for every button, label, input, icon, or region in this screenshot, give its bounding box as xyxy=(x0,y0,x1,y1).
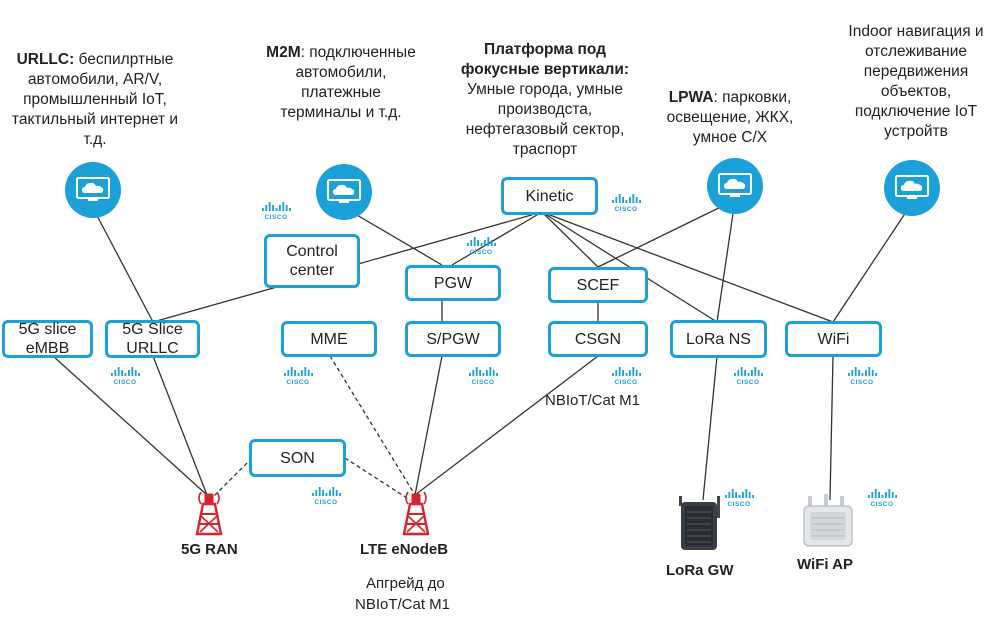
control-center-node[interactable]: Control center xyxy=(264,234,360,288)
svg-text:CISCO: CISCO xyxy=(113,379,136,385)
lte-enodeb-label: LTE eNodeB xyxy=(360,541,449,558)
radio-tower-icon xyxy=(193,488,225,536)
spgw-node[interactable]: S/PGW xyxy=(405,321,501,357)
caption-indoor: Indoor навигация и отслеживание передвиж… xyxy=(848,23,984,140)
cisco-logo: CISCO xyxy=(465,367,501,385)
lora-ns-node[interactable]: LoRa NS xyxy=(670,320,767,358)
cisco-logo: CISCO xyxy=(258,202,294,220)
link-cloud2-pgw xyxy=(344,207,443,266)
cisco-logo: CISCO xyxy=(721,489,757,507)
svg-text:CISCO: CISCO xyxy=(286,379,309,385)
cloud-screen-icon xyxy=(884,160,940,216)
svg-text:CISCO: CISCO xyxy=(736,379,759,385)
svg-text:CISCO: CISCO xyxy=(469,249,492,255)
link-cloud5-wifi xyxy=(832,202,913,323)
caption-m2m: M2M: подключенные автомобили, платежные … xyxy=(266,44,416,121)
caption-platform: Платформа под фокусные вертикали: Умные … xyxy=(460,41,630,158)
kinetic-node[interactable]: Kinetic xyxy=(501,177,598,215)
svg-text:CISCO: CISCO xyxy=(314,499,337,505)
nbiot-label: NBIoT/Cat M1 xyxy=(545,392,641,409)
scef-node[interactable]: SCEF xyxy=(548,267,648,303)
svg-text:CISCO: CISCO xyxy=(870,501,893,507)
link-cloud1-urllc xyxy=(92,207,154,323)
link-mme-lte xyxy=(329,355,416,496)
csgn-node[interactable]: CSGN xyxy=(548,321,648,357)
5g-slice-embb-node[interactable]: 5G slice eMBB xyxy=(2,320,93,358)
link-urllc-5gran xyxy=(152,355,208,496)
link-cloud4-lorans xyxy=(716,199,736,323)
caption-lpwa: LPWA: парковки, освещение, ЖКХ, умное С/… xyxy=(666,89,794,146)
svg-text:CISCO: CISCO xyxy=(727,501,750,507)
cloud-screen-icon xyxy=(316,164,372,220)
cisco-logo: CISCO xyxy=(107,367,143,385)
link-son-lte xyxy=(344,457,411,501)
mme-node[interactable]: MME xyxy=(281,321,377,357)
upgrade-label-line2: NBIoT/Cat M1 xyxy=(355,596,451,613)
lora-gw-label: LoRa GW xyxy=(666,562,734,579)
cisco-logo: CISCO xyxy=(608,194,644,212)
cisco-logo: CISCO xyxy=(463,237,499,255)
wifi-node[interactable]: WiFi xyxy=(785,321,882,357)
link-kinetic-wifi xyxy=(541,211,834,323)
svg-text:CISCO: CISCO xyxy=(614,379,637,385)
cloud-screen-icon xyxy=(707,158,763,214)
cisco-logo: CISCO xyxy=(608,367,644,385)
upgrade-label-line1: Апгрейд до xyxy=(366,575,445,592)
5g-ran-label: 5G RAN xyxy=(181,541,238,558)
caption-urllc: URLLC: беспилртные автомобили, AR/V, про… xyxy=(11,51,179,148)
lora-gateway-icon xyxy=(677,496,727,554)
son-node[interactable]: SON xyxy=(249,439,346,477)
link-spgw-lte xyxy=(414,355,443,496)
svg-text:CISCO: CISCO xyxy=(264,214,287,220)
svg-text:CISCO: CISCO xyxy=(471,379,494,385)
link-cloud4-scef xyxy=(597,199,736,268)
link-csgn-lte xyxy=(414,355,599,496)
wifi-access-point-icon xyxy=(800,494,858,550)
svg-text:CISCO: CISCO xyxy=(614,206,637,212)
cisco-logo: CISCO xyxy=(864,489,900,507)
cisco-logo: CISCO xyxy=(730,367,766,385)
5g-slice-urllc-node[interactable]: 5G Slice URLLC xyxy=(105,320,200,358)
link-kinetic-scef xyxy=(541,211,599,268)
pgw-node[interactable]: PGW xyxy=(405,265,501,301)
link-lorans-loragw xyxy=(702,355,718,501)
cisco-logo: CISCO xyxy=(280,367,316,385)
link-wifi-ap xyxy=(829,355,834,501)
svg-text:CISCO: CISCO xyxy=(850,379,873,385)
radio-tower-icon xyxy=(400,488,432,536)
cisco-logo: CISCO xyxy=(844,367,880,385)
cloud-screen-icon xyxy=(65,162,121,218)
link-embb-5gran xyxy=(52,355,208,496)
link-kinetic-pgw xyxy=(451,211,543,266)
cisco-logo: CISCO xyxy=(308,487,344,505)
wifi-ap-label: WiFi AP xyxy=(797,556,853,573)
